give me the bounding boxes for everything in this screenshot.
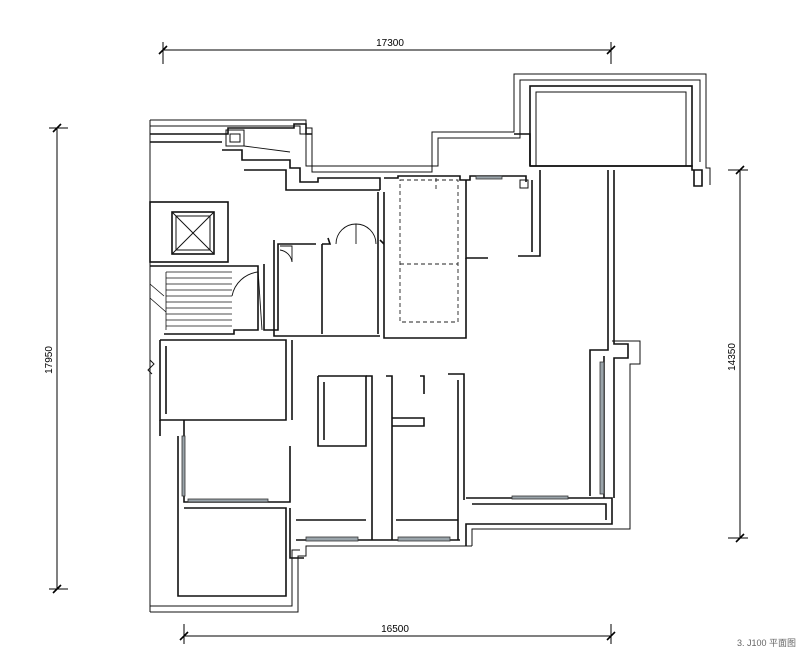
void-dashed bbox=[399, 178, 459, 323]
stair bbox=[149, 271, 232, 330]
dimension-bottom: 16500 bbox=[179, 624, 616, 644]
exterior-outline bbox=[149, 73, 711, 613]
dimension-right-label: 14350 bbox=[727, 343, 738, 371]
dimension-top-label: 17300 bbox=[376, 38, 404, 49]
dimension-left: 17950 bbox=[44, 123, 68, 594]
doors bbox=[225, 129, 529, 331]
dimension-bottom-label: 16500 bbox=[381, 624, 409, 635]
dimension-top: 17300 bbox=[158, 38, 616, 64]
main-walls bbox=[149, 85, 703, 597]
windows bbox=[181, 175, 605, 542]
drawing-footnote: 3. J100 平面图 bbox=[736, 638, 796, 648]
dimension-left-label: 17950 bbox=[44, 346, 55, 374]
dimension-right: 14350 bbox=[727, 165, 748, 543]
break-marks bbox=[147, 359, 161, 436]
